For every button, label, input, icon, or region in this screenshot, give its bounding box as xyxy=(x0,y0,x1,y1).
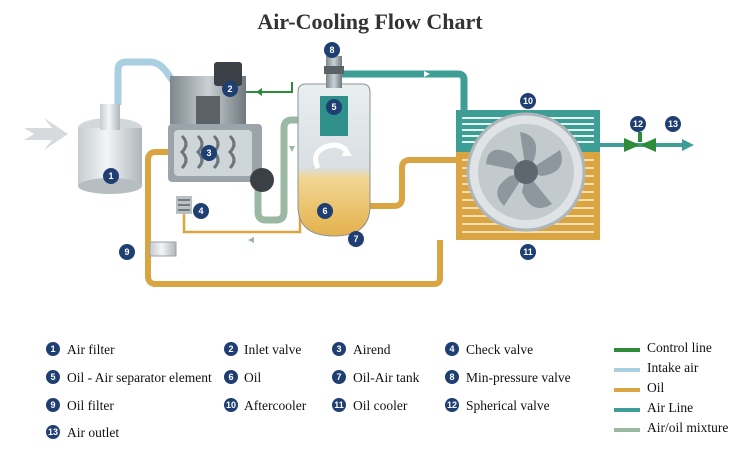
svg-text:3: 3 xyxy=(336,344,341,354)
control-arrow-icon xyxy=(256,88,262,96)
svg-text:5: 5 xyxy=(331,102,336,112)
svg-text:9: 9 xyxy=(50,400,55,410)
intake-arrow-icon xyxy=(24,118,68,150)
svg-text:Air filter: Air filter xyxy=(67,342,115,357)
svg-text:2: 2 xyxy=(227,84,232,94)
svg-text:11: 11 xyxy=(334,400,344,410)
badge-13: 13 xyxy=(665,116,681,132)
svg-text:13: 13 xyxy=(668,119,678,129)
svg-text:Oil-Air tank: Oil-Air tank xyxy=(353,370,420,385)
badge-9: 9 xyxy=(119,244,135,260)
svg-text:6: 6 xyxy=(322,206,327,216)
key-item: 10 Aftercooler xyxy=(224,398,307,413)
svg-text:2: 2 xyxy=(228,344,233,354)
svg-text:12: 12 xyxy=(633,119,643,129)
svg-text:Oil: Oil xyxy=(244,370,262,385)
badge-6: 6 xyxy=(317,203,333,219)
svg-text:12: 12 xyxy=(447,400,457,410)
spherical-valve xyxy=(624,132,656,152)
key-item: 7 Oil-Air tank xyxy=(332,370,420,385)
legend-label: Air/oil mixture xyxy=(647,420,728,435)
legend-label: Air Line xyxy=(647,400,693,415)
svg-text:8: 8 xyxy=(329,45,334,55)
legend-label: Control line xyxy=(647,340,712,355)
svg-text:4: 4 xyxy=(198,206,203,216)
badge-1: 1 xyxy=(103,168,119,184)
svg-text:Spherical valve: Spherical valve xyxy=(466,398,550,413)
svg-text:Air outlet: Air outlet xyxy=(67,425,119,440)
air-oil-mixture-pipe xyxy=(254,116,322,224)
key-item: 1 Air filter xyxy=(46,342,115,357)
svg-text:13: 13 xyxy=(48,427,58,437)
air-filter xyxy=(78,104,142,194)
svg-text:Oil cooler: Oil cooler xyxy=(353,398,408,413)
legend-swatch xyxy=(614,428,640,432)
page-title: Air-Cooling Flow Chart xyxy=(257,9,483,34)
svg-text:8: 8 xyxy=(449,372,454,382)
svg-text:Min-pressure valve: Min-pressure valve xyxy=(466,370,571,385)
key-item: 8 Min-pressure valve xyxy=(445,370,571,385)
airend xyxy=(168,124,274,192)
thin-flow-arrow-icon xyxy=(248,237,254,243)
key-item: 3 Airend xyxy=(332,342,391,357)
key-item: 11 Oil cooler xyxy=(332,398,408,413)
check-valve xyxy=(176,196,192,214)
legend-swatch xyxy=(614,408,640,412)
svg-text:7: 7 xyxy=(336,372,341,382)
svg-text:5: 5 xyxy=(50,372,55,382)
thin-flow-arrow-icon-2 xyxy=(289,146,295,152)
badge-4: 4 xyxy=(193,203,209,219)
legend-label: Oil xyxy=(647,380,665,395)
legend-swatch xyxy=(614,368,640,372)
intake-air-pipe xyxy=(114,58,191,105)
legend-label: Intake air xyxy=(647,360,699,375)
svg-text:3: 3 xyxy=(206,148,211,158)
line-legend: Control line Intake air Oil Air Line Air… xyxy=(614,340,728,435)
svg-text:10: 10 xyxy=(226,400,236,410)
cooling-fan xyxy=(466,112,586,232)
badge-12: 12 xyxy=(630,116,646,132)
badge-3: 3 xyxy=(201,145,217,161)
air-line-pipe xyxy=(340,70,468,110)
key-item: 12 Spherical valve xyxy=(445,398,550,413)
svg-text:11: 11 xyxy=(523,247,533,257)
svg-text:Oil filter: Oil filter xyxy=(67,398,114,413)
badge-7: 7 xyxy=(348,231,364,247)
oil-filter xyxy=(149,241,177,257)
svg-text:Oil - Air separator element: Oil - Air separator element xyxy=(67,370,212,385)
badge-11: 11 xyxy=(520,244,536,260)
svg-text:1: 1 xyxy=(50,344,55,354)
key-item: 6 Oil xyxy=(224,370,262,385)
min-pressure-valve xyxy=(324,56,344,88)
legend-swatch xyxy=(614,388,640,392)
svg-text:Aftercooler: Aftercooler xyxy=(244,398,307,413)
key-item: 4 Check valve xyxy=(445,342,533,357)
svg-text:4: 4 xyxy=(449,344,454,354)
badge-2: 2 xyxy=(222,81,238,97)
key-item: 2 Inlet valve xyxy=(224,342,301,357)
svg-text:Airend: Airend xyxy=(353,342,391,357)
svg-text:6: 6 xyxy=(228,372,233,382)
badge-5: 5 xyxy=(326,99,342,115)
key-item: 9 Oil filter xyxy=(46,398,114,413)
svg-text:1: 1 xyxy=(108,171,113,181)
svg-text:Inlet valve: Inlet valve xyxy=(244,342,301,357)
svg-text:Check valve: Check valve xyxy=(466,342,533,357)
badge-8: 8 xyxy=(324,42,340,58)
legend-swatch xyxy=(614,348,640,352)
key-item: 5 Oil - Air separator element xyxy=(46,370,212,385)
swirl-arrow-icon xyxy=(313,142,351,170)
svg-text:7: 7 xyxy=(353,234,358,244)
air-line-arrow-icon xyxy=(424,71,430,77)
oil-pipe-to-cooler xyxy=(340,157,456,209)
key-item: 13 Air outlet xyxy=(46,425,119,440)
svg-text:9: 9 xyxy=(124,247,129,257)
oil-return-pipe xyxy=(145,149,443,287)
svg-text:10: 10 xyxy=(523,96,533,106)
component-key: 1 Air filter 2 Inlet valve 3 Airend 4 Check … xyxy=(46,342,571,440)
control-line-pipe xyxy=(244,82,293,93)
outlet-arrow-icon xyxy=(682,139,694,151)
badge-10: 10 xyxy=(520,93,536,109)
